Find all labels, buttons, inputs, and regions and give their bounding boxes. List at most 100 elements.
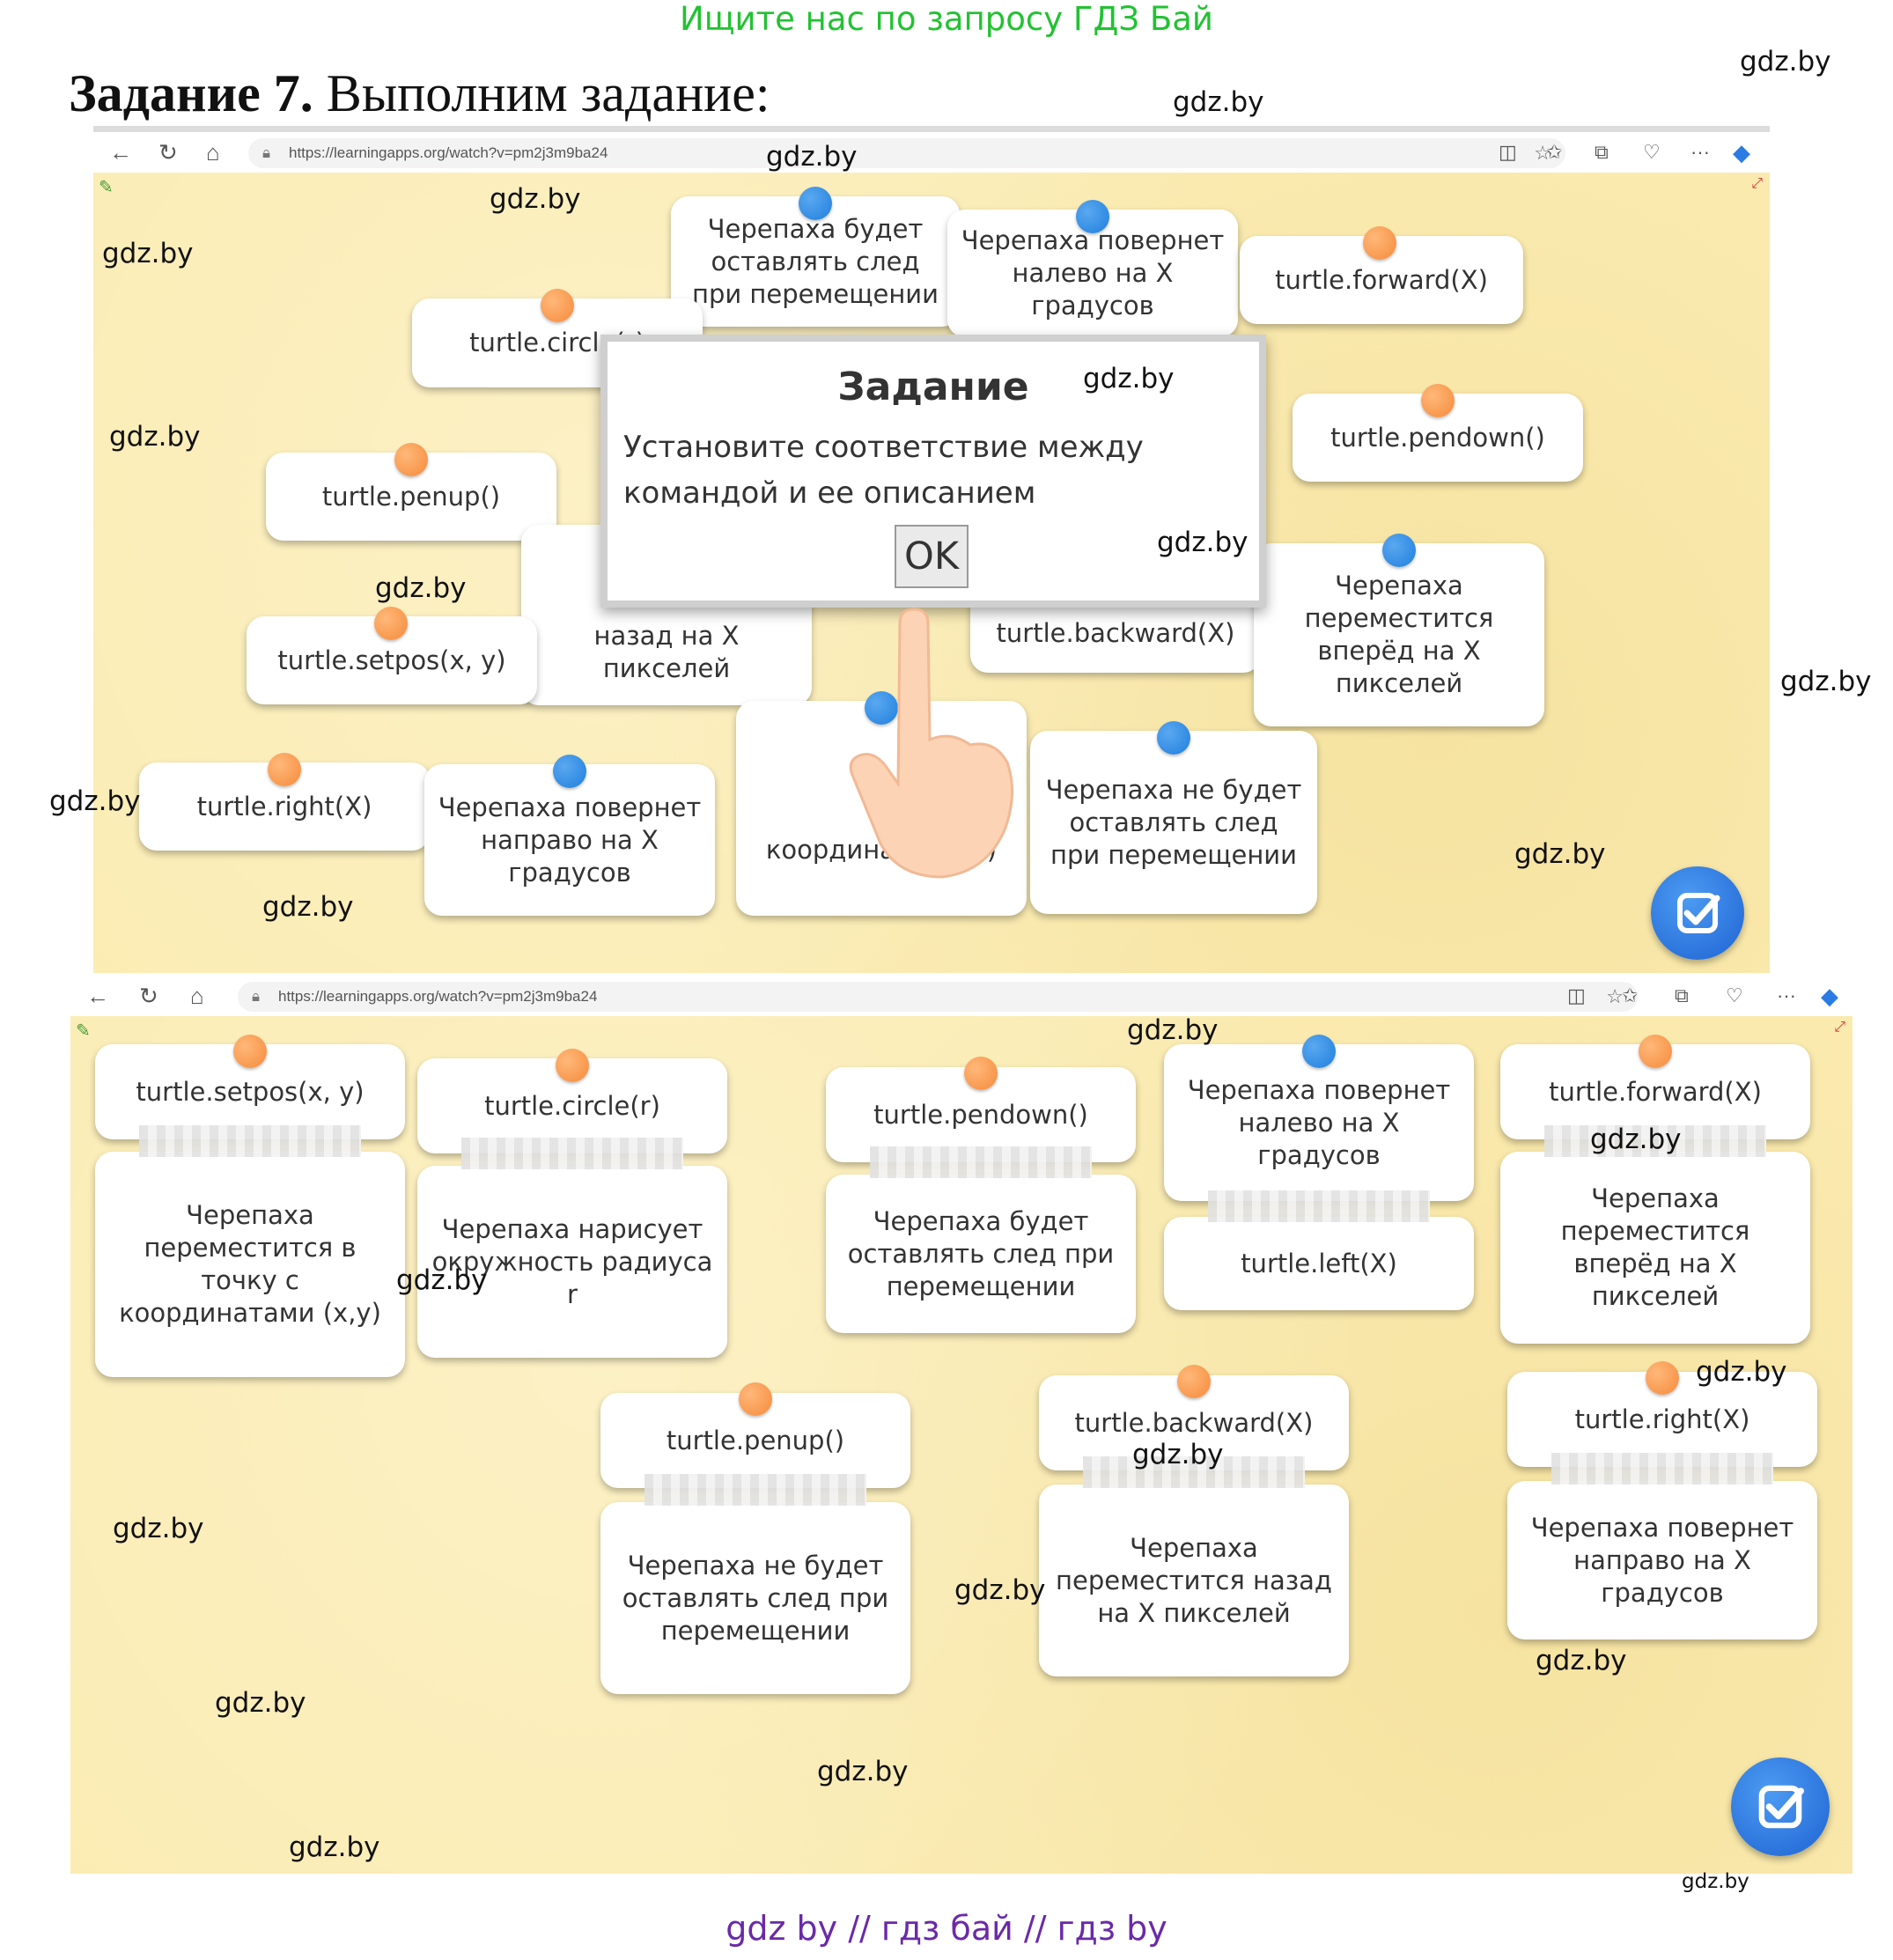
description-card[interactable]: Черепаха повернет налево на X градусов xyxy=(1164,1044,1474,1201)
favorite-star-icon[interactable]: ☆ xyxy=(1606,985,1624,1007)
match-card[interactable]: Черепаха переместится вперёд на X пиксел… xyxy=(1254,543,1544,726)
browser-essentials-icon[interactable]: ♡ xyxy=(1643,141,1661,163)
pin-icon xyxy=(865,691,898,725)
watermark: gdz.by xyxy=(1157,527,1248,558)
browser-essentials-icon[interactable]: ♡ xyxy=(1726,984,1743,1006)
pin-icon xyxy=(1157,721,1190,755)
pin-icon xyxy=(556,1049,589,1082)
pin-icon xyxy=(268,753,301,786)
pin-icon xyxy=(541,289,574,322)
more-menu-icon[interactable]: ··· xyxy=(1777,984,1796,1006)
watermark: gdz.by xyxy=(1780,666,1872,697)
collections-icon[interactable]: ⧉ xyxy=(1675,984,1689,1006)
address-url: https://learningapps.org/watch?v=pm2j3m9… xyxy=(289,144,608,161)
pin-icon xyxy=(964,1057,998,1090)
home-icon[interactable]: ⌂ xyxy=(206,139,220,166)
command-card[interactable]: turtle.left(X) xyxy=(1164,1217,1474,1310)
watermark: gdz.by xyxy=(1173,86,1264,118)
pin-icon xyxy=(1363,226,1396,260)
watermark: gdz.by xyxy=(289,1831,380,1863)
watermark: gdz.by xyxy=(1514,838,1606,870)
favorites-icon[interactable]: ✩ xyxy=(1546,141,1563,163)
collections-icon[interactable]: ⧉ xyxy=(1595,141,1609,163)
watermark: gdz.by xyxy=(1682,1870,1749,1893)
app-edit-icon[interactable]: ✎ xyxy=(99,178,114,197)
watermark: gdz.by xyxy=(102,238,194,269)
tape-strip xyxy=(870,1146,1092,1178)
match-card[interactable]: Черепаха повернет налево на X градусов xyxy=(947,210,1238,337)
page-heading: Задание 7. Выполним задание: xyxy=(69,63,770,124)
pin-icon xyxy=(1646,1361,1679,1395)
match-card[interactable]: Черепаха не будет оставлять след при пер… xyxy=(1030,731,1317,914)
watermark: gdz.by xyxy=(766,141,858,173)
tape-strip xyxy=(139,1125,361,1157)
pin-icon xyxy=(1421,384,1455,417)
app-edit-icon[interactable]: ✎ xyxy=(76,1021,91,1041)
hand-pointer-icon xyxy=(849,608,1014,879)
watermark: gdz.by xyxy=(1590,1124,1682,1155)
copilot-icon[interactable]: ◆ xyxy=(1733,139,1750,166)
split-screen-icon[interactable]: ◫ xyxy=(1567,984,1586,1006)
description-card[interactable]: Черепаха переместится вперёд на X пиксел… xyxy=(1500,1152,1810,1344)
watermark: gdz.by xyxy=(375,572,467,604)
checkbox-icon xyxy=(1677,893,1720,933)
tape-strip xyxy=(1208,1190,1430,1222)
check-answer-button[interactable] xyxy=(1651,866,1744,960)
heading-text: Выполним задание: xyxy=(313,64,770,122)
address-bar[interactable]: 🔒︎ https://learningapps.org/watch?v=pm2j… xyxy=(248,138,1565,168)
watermark: gdz.by xyxy=(1536,1645,1627,1676)
description-card[interactable]: Черепаха не будет оставлять след при пер… xyxy=(600,1502,910,1694)
pin-icon xyxy=(799,187,832,220)
pin-icon xyxy=(1302,1035,1336,1068)
split-screen-icon[interactable]: ◫ xyxy=(1499,141,1517,163)
refresh-icon[interactable]: ↻ xyxy=(139,983,158,1009)
description-card[interactable]: Черепаха повернет направо на X градусов xyxy=(1507,1481,1817,1639)
match-card[interactable]: turtle.setpos(x, y) xyxy=(247,616,537,704)
pin-icon xyxy=(553,755,586,788)
dialog-text: Установите соответствие между командой и… xyxy=(623,430,1144,511)
search-banner: Ищите нас по запросу ГДЗ Бай xyxy=(680,0,1213,38)
watermark: gdz.by xyxy=(817,1756,909,1787)
heading-number: Задание 7. xyxy=(69,64,313,122)
pin-icon xyxy=(1639,1035,1672,1068)
copilot-icon[interactable]: ◆ xyxy=(1821,983,1838,1009)
fullscreen-icon[interactable]: ⤢ xyxy=(1834,1020,1845,1035)
fullscreen-icon[interactable]: ⤢ xyxy=(1751,176,1763,191)
back-arrow-icon[interactable]: ← xyxy=(109,139,132,166)
pin-icon xyxy=(233,1035,267,1068)
favorites-icon[interactable]: ✩ xyxy=(1622,984,1639,1006)
description-card[interactable]: Черепаха переместится назад на X пикселе… xyxy=(1039,1485,1349,1676)
tape-strip xyxy=(1083,1456,1305,1488)
checkbox-icon xyxy=(1758,1785,1804,1829)
watermark: gdz.by xyxy=(113,1513,204,1544)
browser-toolbar: ← ↻ ⌂ 🔒︎ https://learningapps.org/watch?… xyxy=(93,132,1770,173)
favorite-star-icon[interactable]: ☆ xyxy=(1534,142,1551,164)
description-card[interactable]: Черепаха нарисует окружность радиуса r xyxy=(417,1166,727,1358)
pin-icon xyxy=(739,1382,772,1416)
watermark: gdz.by xyxy=(262,891,354,923)
dialog-title: Задание xyxy=(837,365,1029,409)
address-url: https://learningapps.org/watch?v=pm2j3m9… xyxy=(278,988,598,1005)
pin-icon xyxy=(1382,534,1416,567)
footer-links[interactable]: gdz by // гдз бай // гдз by xyxy=(726,1909,1167,1948)
refresh-icon[interactable]: ↻ xyxy=(158,139,178,166)
pin-icon xyxy=(1177,1365,1211,1398)
tape-strip xyxy=(1544,1125,1766,1157)
address-bar[interactable]: 🔒︎ https://learningapps.org/watch?v=pm2j… xyxy=(238,982,1638,1012)
back-arrow-icon[interactable]: ← xyxy=(86,983,109,1009)
watermark: gdz.by xyxy=(396,1264,488,1296)
watermark: gdz.by xyxy=(1132,1439,1224,1470)
pin-icon xyxy=(394,443,428,476)
home-icon[interactable]: ⌂ xyxy=(190,983,204,1009)
tape-strip xyxy=(1551,1453,1773,1485)
description-card[interactable]: Черепаха переместится в точку с координа… xyxy=(95,1152,405,1377)
ok-button[interactable]: OK xyxy=(895,525,969,588)
watermark: gdz.by xyxy=(1083,363,1175,394)
lock-icon: 🔒︎ xyxy=(252,988,261,1005)
description-card[interactable]: Черепаха будет оставлять след при переме… xyxy=(826,1175,1136,1333)
match-card[interactable]: Черепаха повернет направо на X градусов xyxy=(424,764,715,916)
tape-strip xyxy=(461,1138,683,1169)
more-menu-icon[interactable]: ··· xyxy=(1690,141,1710,163)
watermark: gdz.by xyxy=(109,421,201,453)
check-answer-button[interactable] xyxy=(1731,1757,1830,1856)
